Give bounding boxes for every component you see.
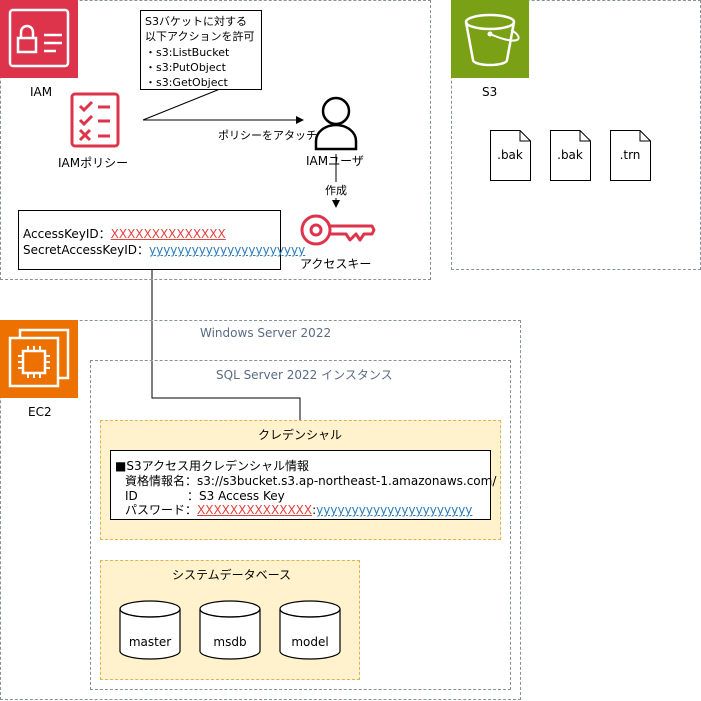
password-label: パスワード：	[125, 503, 198, 517]
database-model: model	[279, 600, 341, 660]
s3-file-1: .bak	[550, 130, 591, 181]
policy-desc-line-0: S3バケットに対する	[145, 15, 247, 28]
policy-desc-line-3: ・s3:PutObject	[145, 61, 226, 74]
user-icon	[314, 96, 358, 151]
access-key-id-row: AccessKeyID：XXXXXXXXXXXXXX	[23, 225, 226, 242]
bucket-icon	[464, 13, 520, 67]
policy-desc-line-2: ・s3:ListBucket	[145, 46, 230, 59]
sql-server-label: SQL Server 2022 インスタンス	[216, 368, 393, 382]
s3-tile	[451, 0, 529, 78]
database-msdb: msdb	[199, 600, 261, 660]
key-to-credential-line	[151, 270, 301, 420]
iam-icon	[8, 8, 70, 68]
file-icon	[490, 130, 531, 181]
s3-file-2: .trn	[610, 130, 651, 181]
credential-title: クレデンシャル	[258, 428, 343, 442]
password-blue: yyyyyyyyyyyyyyyyyyyyyy	[316, 503, 473, 517]
s3-file-ext: .bak	[557, 148, 583, 162]
policy-desc-line-4: ・s3:GetObject	[145, 76, 228, 89]
identity-label: 資格情報名：	[125, 474, 198, 488]
s3-file-ext: .trn	[619, 148, 641, 162]
key-icon	[300, 214, 376, 246]
ec2-icon	[8, 328, 70, 388]
iam-tile	[0, 0, 78, 78]
identity-value: s3://s3bucket.s3.ap-northeast-1.amazonaw…	[197, 474, 497, 488]
access-key-box: AccessKeyID：XXXXXXXXXXXXXX SecretAccessK…	[18, 210, 305, 270]
ec2-tile	[0, 320, 78, 398]
id-label: ID	[125, 489, 138, 503]
sql-server-group	[90, 360, 511, 690]
secret-key-row: SecretAccessKeyID：yyyyyyyyyyyyyyyyyyyyyy	[23, 241, 305, 258]
database-icon	[279, 600, 341, 660]
checklist-icon	[70, 92, 120, 148]
credential-id-row: ID ：S3 Access Key	[125, 487, 285, 504]
windows-server-group	[0, 320, 521, 700]
attach-label: ポリシーをアタッチ	[218, 127, 317, 143]
iam-group	[0, 0, 431, 280]
password-sep: :	[312, 503, 317, 517]
credential-info-box: ■S3アクセス用クレデンシャル情報 資格情報名：s3://s3bucket.s3…	[110, 450, 496, 520]
file-icon	[610, 130, 651, 181]
access-key-id-value: XXXXXXXXXXXXXX	[110, 227, 226, 241]
file-icon	[550, 130, 591, 181]
iam-user-label: IAMユーザ	[306, 154, 364, 168]
policy-desc-box: S3バケットに対する 以下アクションを許可 ・s3:ListBucket ・s3…	[140, 10, 262, 90]
system-database-title: システムデータベース	[172, 568, 292, 582]
s3-label: S3	[482, 85, 498, 99]
database-label: master	[128, 635, 172, 649]
windows-server-label: Windows Server 2022	[200, 326, 332, 340]
secret-key-label: SecretAccessKeyID：	[23, 243, 149, 257]
credential-identity-row: 資格情報名：s3://s3bucket.s3.ap-northeast-1.am…	[125, 472, 496, 489]
secret-key-value: yyyyyyyyyyyyyyyyyyyyyy	[148, 243, 306, 257]
s3-file-ext: .bak	[497, 148, 523, 162]
access-key-id-label: AccessKeyID：	[23, 227, 111, 241]
iam-policy-label: IAMポリシー	[58, 156, 129, 170]
create-label: 作成	[325, 182, 347, 198]
database-master: master	[119, 600, 181, 660]
database-label: msdb	[213, 635, 247, 649]
credential-header: ■S3アクセス用クレデンシャル情報	[115, 459, 309, 473]
password-red: XXXXXXXXXXXXXX	[197, 503, 313, 517]
database-icon	[119, 600, 181, 660]
s3-file-0: .bak	[490, 130, 531, 181]
database-icon	[199, 600, 261, 660]
access-key-label: アクセスキー	[300, 257, 372, 271]
ec2-label: EC2	[28, 405, 52, 419]
id-value: ：S3 Access Key	[187, 489, 285, 503]
policy-desc-line-1: 以下アクションを許可	[145, 30, 255, 43]
database-label: model	[291, 635, 329, 649]
credential-password-row: パスワード：XXXXXXXXXXXXXX:yyyyyyyyyyyyyyyyyyy…	[125, 501, 472, 518]
iam-label: IAM	[30, 85, 53, 99]
policy-desc-connector	[142, 88, 221, 121]
